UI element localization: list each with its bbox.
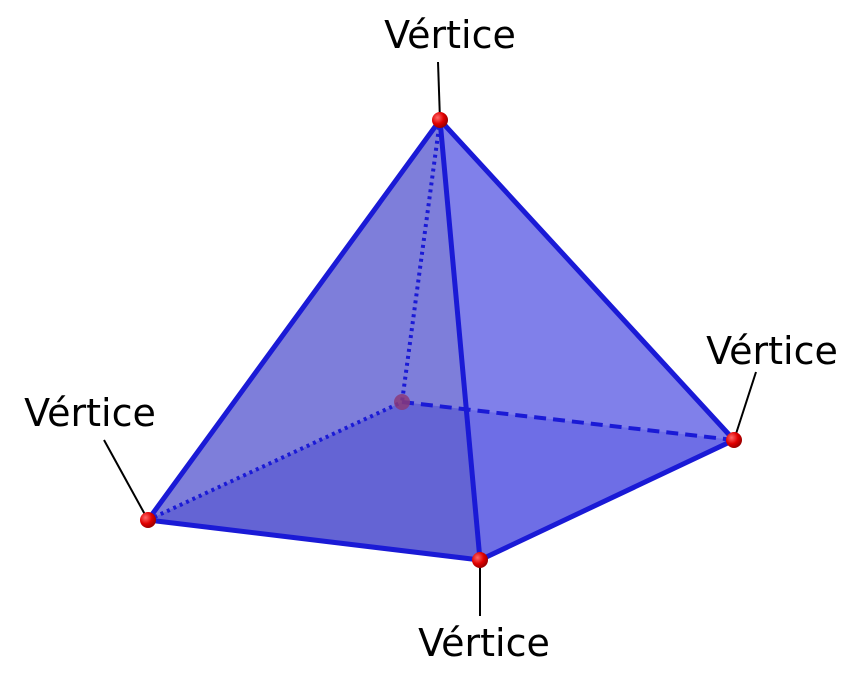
leader-line-left xyxy=(103,439,149,521)
leader-line-apex xyxy=(437,61,441,121)
vertex-back-point xyxy=(394,394,410,410)
hidden-edge-left-back xyxy=(147,400,403,522)
vertex-left-point xyxy=(140,512,156,528)
edge-left-front xyxy=(145,517,483,563)
pyramid-left-face xyxy=(148,120,480,560)
vertex-front-point xyxy=(472,552,488,568)
leader-line-right xyxy=(733,371,757,441)
pyramid-right-face xyxy=(440,120,734,560)
vertex-right-point xyxy=(726,432,742,448)
edge-apex-right xyxy=(437,117,737,443)
vertex-label-apex: Vértice xyxy=(384,13,516,57)
edge-front-right xyxy=(477,437,737,563)
vertex-label-right: Vértice xyxy=(706,329,838,373)
edge-apex-left xyxy=(145,117,443,523)
vertex-label-front: Vértice xyxy=(418,621,550,665)
vertex-label-left: Vértice xyxy=(24,391,156,435)
edge-apex-front xyxy=(437,117,483,563)
vertex-apex-point xyxy=(432,112,448,128)
hidden-edge-apex-back xyxy=(400,119,442,403)
